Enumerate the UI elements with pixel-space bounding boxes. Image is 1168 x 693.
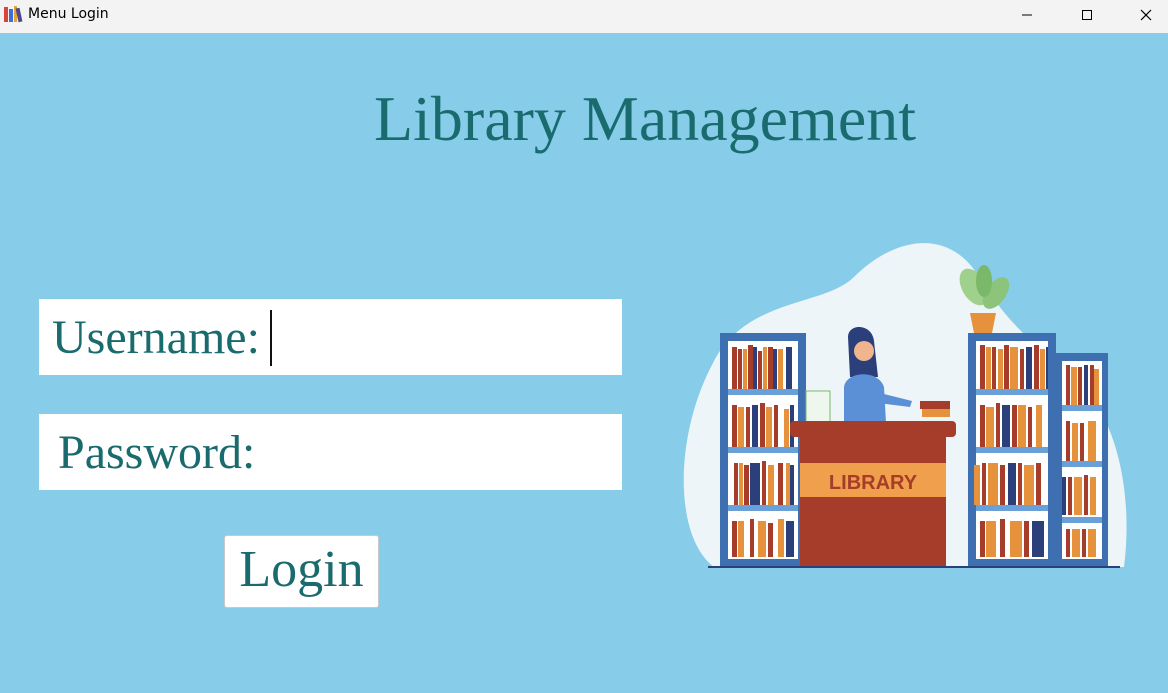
books-app-icon (3, 5, 23, 23)
password-field[interactable]: Password: (39, 414, 622, 490)
login-panel: Library Management Username: Password: L… (0, 33, 1168, 693)
login-button[interactable]: Login (224, 535, 379, 608)
minimize-icon (1022, 14, 1032, 15)
app-title: Library Management (374, 83, 916, 154)
library-illustration: LIBRARY (683, 243, 1127, 568)
text-cursor (270, 310, 272, 366)
window-title: Menu Login (28, 6, 109, 22)
desk-sign-text: LIBRARY (829, 472, 918, 494)
username-label: Username: (52, 311, 260, 364)
close-button[interactable] (1117, 0, 1168, 29)
maximize-icon (1082, 9, 1092, 20)
minimize-button[interactable] (998, 0, 1056, 29)
maximize-button[interactable] (1058, 0, 1116, 29)
close-icon (1140, 9, 1152, 20)
username-field[interactable]: Username: (39, 299, 622, 375)
title-bar: Menu Login (0, 0, 1168, 33)
password-label: Password: (58, 426, 256, 479)
